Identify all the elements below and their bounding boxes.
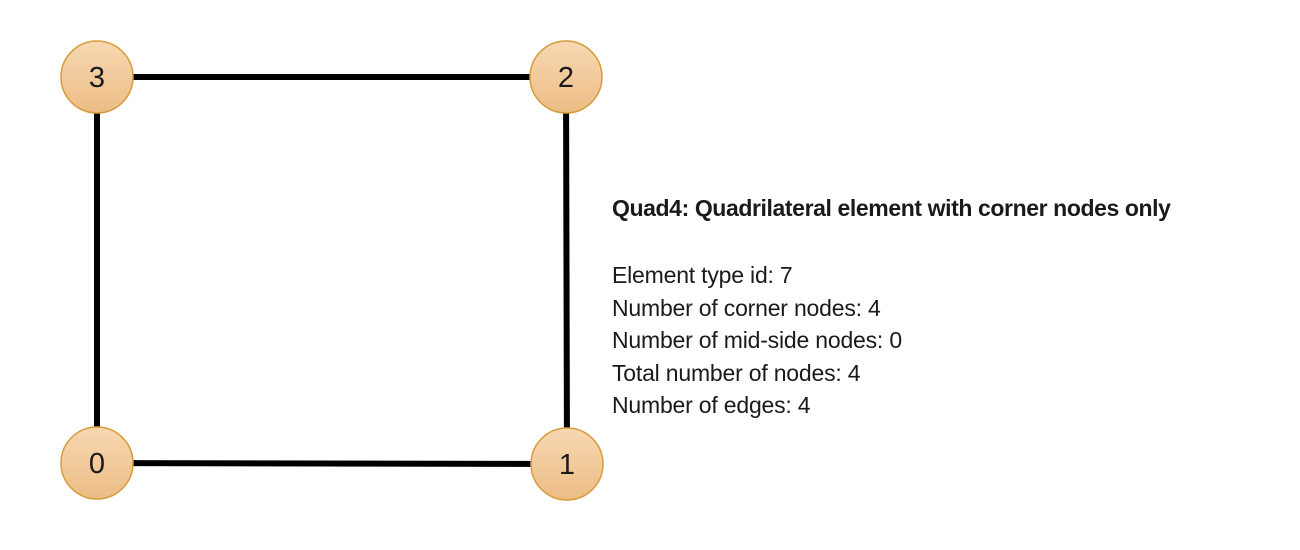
- element-node-0: 0: [60, 426, 134, 500]
- node-label: 3: [89, 62, 105, 94]
- node-label: 2: [558, 62, 574, 94]
- node-label: 0: [89, 448, 105, 480]
- element-info-panel: Quad4: Quadrilateral element with corner…: [612, 194, 1272, 422]
- node-circle: [60, 426, 134, 500]
- element-info-title: Quad4: Quadrilateral element with corner…: [612, 195, 1171, 221]
- info-line-element-type-id: Element type id: 7: [612, 262, 793, 288]
- node-circle: [529, 40, 603, 114]
- element-node-3: 3: [60, 40, 134, 114]
- quad4-element-diagram: 0 1 2 3: [60, 40, 604, 501]
- node-label: 1: [559, 449, 575, 481]
- info-line-mid-side-nodes: Number of mid-side nodes: 0: [612, 327, 902, 353]
- info-line-corner-nodes: Number of corner nodes: 4: [612, 294, 881, 321]
- element-edge-1-2: [563, 76, 570, 465]
- info-line-total-nodes: Total number of nodes: 4: [612, 359, 861, 386]
- element-node-1: 1: [530, 427, 604, 501]
- element-edge-0-1: [96, 460, 568, 467]
- info-line-edges: Number of edges: 4: [612, 392, 811, 418]
- node-circle: [60, 40, 134, 114]
- element-info-lines: Element type id: 7 Number of corner node…: [612, 259, 1272, 422]
- node-circle: [530, 427, 604, 501]
- element-node-2: 2: [529, 40, 603, 114]
